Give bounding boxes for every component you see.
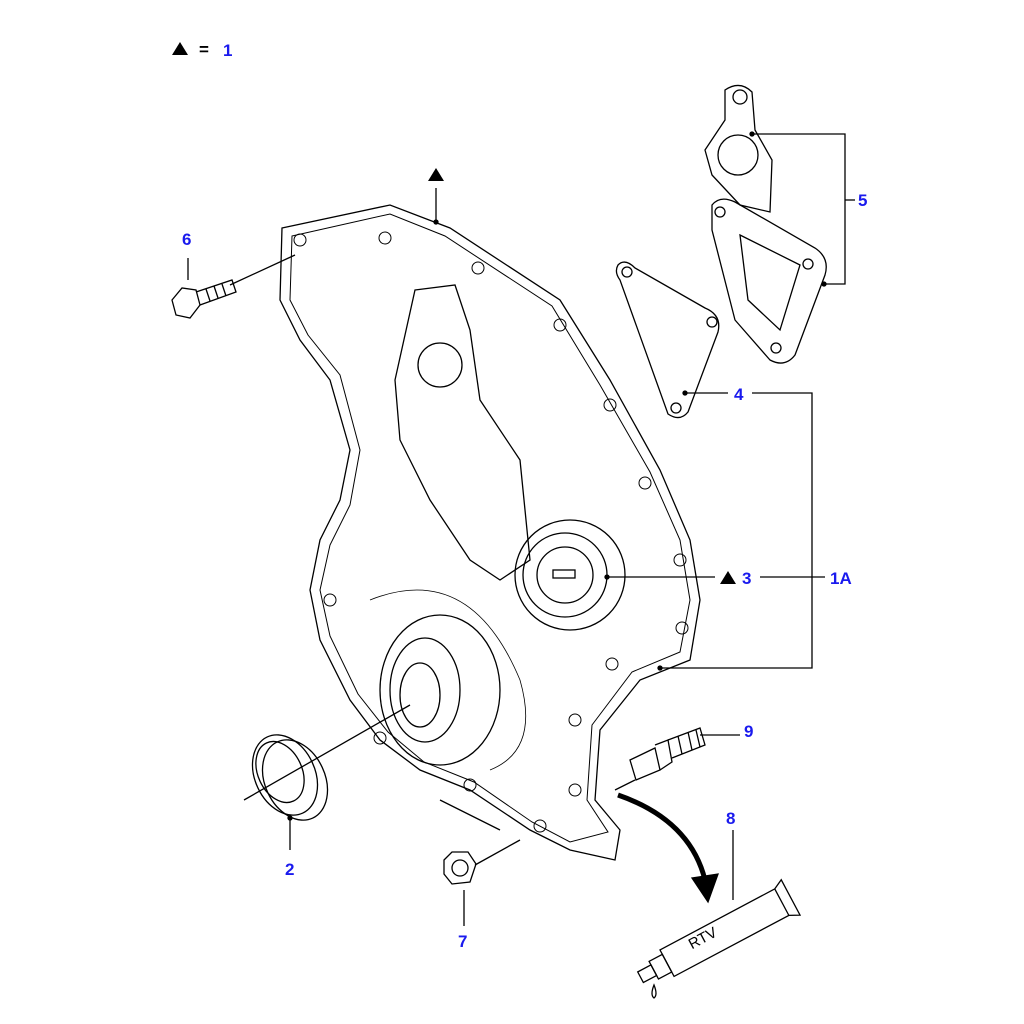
triangle-icon xyxy=(172,42,188,55)
callout-6[interactable]: 6 xyxy=(182,230,192,249)
callout-2[interactable]: 2 xyxy=(285,860,295,879)
gasket-5-upper xyxy=(704,84,773,213)
triangle-icon xyxy=(428,168,444,181)
gasket-4 xyxy=(615,261,720,419)
callout-9[interactable]: 9 xyxy=(744,722,754,741)
bolt-6 xyxy=(171,279,237,319)
gasket-5-lower xyxy=(711,198,827,364)
triangle-icon xyxy=(720,571,736,584)
nut-7 xyxy=(443,851,477,885)
callout-5[interactable]: 5 xyxy=(858,191,868,210)
callout-8[interactable]: 8 xyxy=(726,809,736,828)
stud-9 xyxy=(629,727,706,781)
seal-2 xyxy=(251,734,329,821)
callout-1a[interactable]: 1A xyxy=(830,569,852,588)
rtv-tube xyxy=(636,878,802,984)
legend-equals: = xyxy=(199,40,209,59)
callout-3[interactable]: 3 xyxy=(742,569,752,588)
timing-cover xyxy=(279,204,701,861)
legend-ref: 1 xyxy=(223,41,233,60)
callout-4[interactable]: 4 xyxy=(734,385,744,404)
callout-7[interactable]: 7 xyxy=(458,932,468,951)
